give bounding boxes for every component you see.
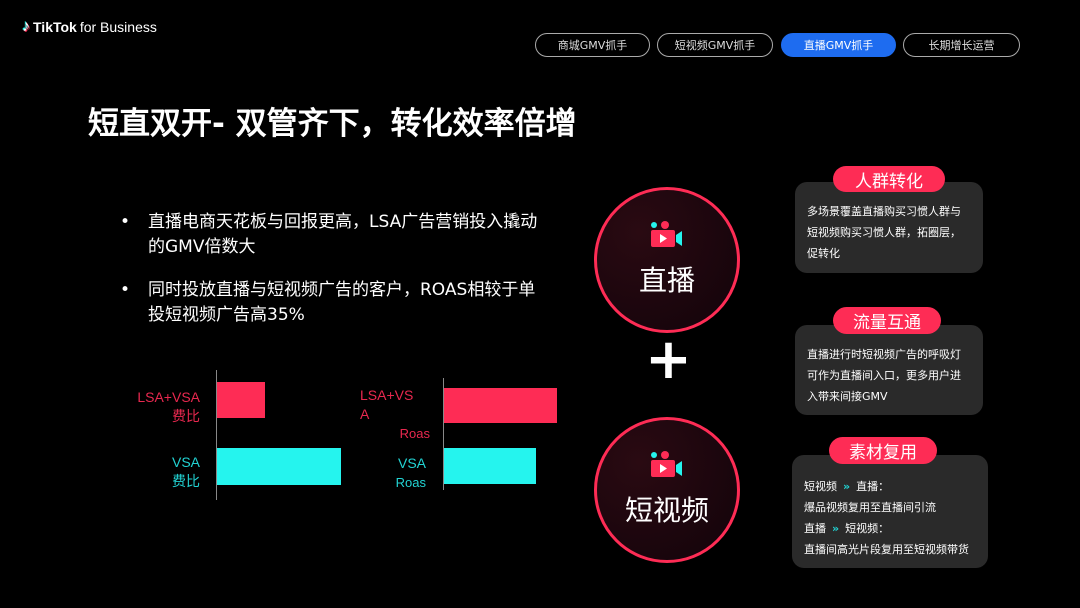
chart2-bar-vsa xyxy=(444,448,536,484)
chart2-axis xyxy=(443,378,444,490)
chart2-bar-lsa-vsa xyxy=(444,388,558,423)
tiktok-note-icon: ♪ xyxy=(22,18,30,35)
card-line: 直播»短视频： xyxy=(804,521,890,535)
page-title: 短直双开- 双管齐下，转化效率倍增 xyxy=(88,106,577,142)
tab-long-term-growth[interactable]: 长期增长运营 xyxy=(903,33,1020,57)
material-reuse-pill: 素材复用 xyxy=(829,437,937,464)
card-line: 短视频»直播： xyxy=(804,479,890,493)
video-camera-icon xyxy=(651,451,682,477)
live-circle: 直播 xyxy=(594,187,740,333)
short-video-circle: 短视频 xyxy=(594,417,740,563)
tab-mall-gmv[interactable]: 商城GMV抓手 xyxy=(535,33,650,57)
audience-conversion-card: 多场景覆盖直播购买习惯人群与短视频购买习惯人群，拓圈层，促转化 xyxy=(795,182,983,273)
bullet-list: 直播电商天花板与回报更高，LSA广告营销投入撬动的GMV倍数大 同时投放直播与短… xyxy=(120,210,540,346)
traffic-exchange-card: 直播进行时短视频广告的呼吸灯可作为直播间入口，更多用户进入带来间接GMV xyxy=(795,325,983,415)
short-video-label: 短视频 xyxy=(624,494,709,527)
chart1-axis xyxy=(216,370,217,500)
card-text: 直播进行时短视频广告的呼吸灯可作为直播间入口，更多用户进入带来间接GMV xyxy=(807,347,961,403)
audience-conversion-pill: 人群转化 xyxy=(833,166,945,192)
card-line: 直播间高光片段复用至短视频带货 xyxy=(804,542,969,556)
chart1-bar-lsa-vsa xyxy=(217,382,266,418)
tab-short-video-gmv[interactable]: 短视频GMV抓手 xyxy=(657,33,773,57)
live-label: 直播 xyxy=(638,264,695,297)
plus-icon: + xyxy=(645,327,692,392)
tab-live-gmv[interactable]: 直播GMV抓手 xyxy=(781,33,896,57)
card-line: 爆品视频复用至直播间引流 xyxy=(804,500,936,514)
logo-suffix: for Business xyxy=(79,19,157,35)
tiktok-business-logo: ♪ TikTok for Business xyxy=(22,18,157,36)
bullet-item: 同时投放直播与短视频广告的客户，ROAS相较于单投短视频广告高35% xyxy=(120,278,540,328)
material-reuse-card: 短视频»直播： 爆品视频复用至直播间引流 直播»短视频： 直播间高光片段复用至短… xyxy=(792,455,988,568)
double-chevron-icon: » xyxy=(843,479,851,493)
video-camera-icon xyxy=(651,221,682,247)
bullet-item: 直播电商天花板与回报更高，LSA广告营销投入撬动的GMV倍数大 xyxy=(120,210,540,260)
card-text: 多场景覆盖直播购买习惯人群与短视频购买习惯人群，拓圈层，促转化 xyxy=(807,205,961,260)
chart1-bar-vsa xyxy=(217,448,341,485)
logo-text: TikTok xyxy=(33,19,77,35)
double-chevron-icon: » xyxy=(832,521,840,535)
traffic-exchange-pill: 流量互通 xyxy=(833,307,941,334)
